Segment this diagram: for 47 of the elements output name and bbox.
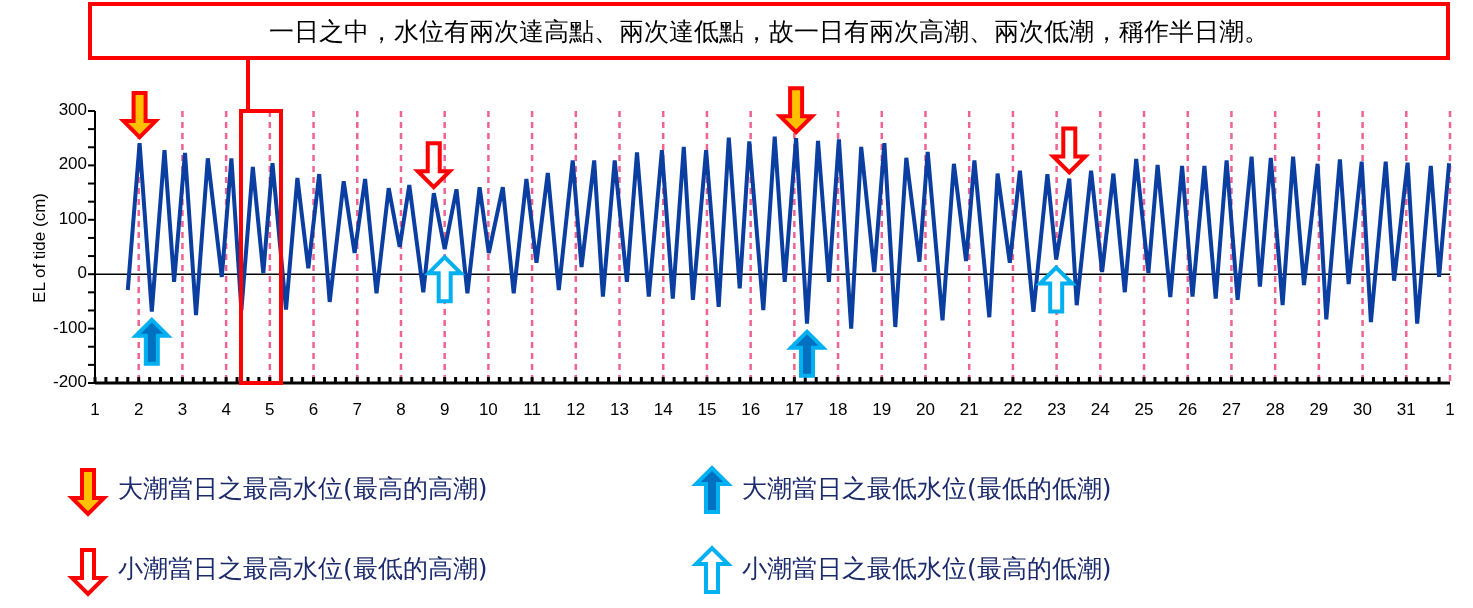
- legend-label: 小潮當日之最高水位(最低的高潮): [118, 553, 488, 585]
- x-tick-label: 17: [783, 400, 805, 420]
- x-tick-label: 20: [915, 400, 936, 420]
- y-tick-label: 0: [77, 263, 87, 284]
- x-tick-label: 18: [827, 400, 849, 420]
- x-tick-label: 10: [477, 400, 499, 420]
- x-tick-label: 28: [1264, 400, 1286, 420]
- x-tick-label: 16: [740, 400, 762, 420]
- x-tick-label: 19: [871, 400, 893, 420]
- x-tick-label: 23: [1046, 400, 1068, 420]
- x-tick-label: 3: [176, 400, 189, 420]
- leader-line: [246, 60, 250, 109]
- x-tick-label: 21: [958, 400, 980, 420]
- callout-box: [88, 2, 1450, 60]
- highlight-frame: [239, 109, 283, 385]
- y-tick-label: 300: [58, 100, 87, 120]
- x-tick-label: 7: [351, 400, 363, 420]
- x-tick-label: 29: [1308, 400, 1330, 420]
- x-tick-label: 30: [1352, 400, 1374, 420]
- x-tick-label: 22: [1002, 400, 1024, 420]
- x-tick-label: 11: [522, 400, 542, 420]
- callout-text: 一日之中，水位有兩次達高點、兩次達低點，故一日有兩次高潮、兩次低潮，稱作半日潮。: [269, 15, 1269, 48]
- x-tick-label: 26: [1177, 400, 1199, 420]
- x-tick-label: 12: [565, 400, 587, 420]
- legend-label: 大潮當日之最低水位(最低的低潮): [742, 473, 1112, 505]
- y-tick-label: 200: [58, 154, 87, 175]
- x-tick-label: 1: [89, 400, 101, 420]
- x-tick-label: 14: [652, 400, 674, 420]
- x-tick-label: 8: [395, 400, 407, 420]
- x-tick-label: 13: [609, 400, 630, 420]
- x-tick-label: 9: [438, 400, 451, 420]
- y-tick-label: 100: [58, 208, 87, 229]
- y-tick-label: -200: [52, 372, 87, 392]
- x-tick-label: 25: [1133, 400, 1155, 420]
- x-tick-label: 31: [1395, 400, 1417, 420]
- x-tick-label: 5: [264, 400, 276, 420]
- y-tick-label: -100: [52, 317, 87, 338]
- x-tick-label: 6: [307, 400, 320, 420]
- legend-label: 小潮當日之最低水位(最高的低潮): [742, 553, 1112, 585]
- legend-label: 大潮當日之最高水位(最高的高潮): [118, 473, 488, 505]
- x-tick-label: 24: [1089, 400, 1111, 420]
- x-tick-label: 4: [220, 400, 232, 420]
- x-tick-label: 1: [1444, 400, 1456, 420]
- x-tick-label: 27: [1220, 400, 1242, 420]
- x-tick-label: 15: [696, 400, 718, 420]
- x-tick-label: 2: [132, 400, 145, 420]
- y-axis-title: EL of tide (cm): [30, 192, 50, 305]
